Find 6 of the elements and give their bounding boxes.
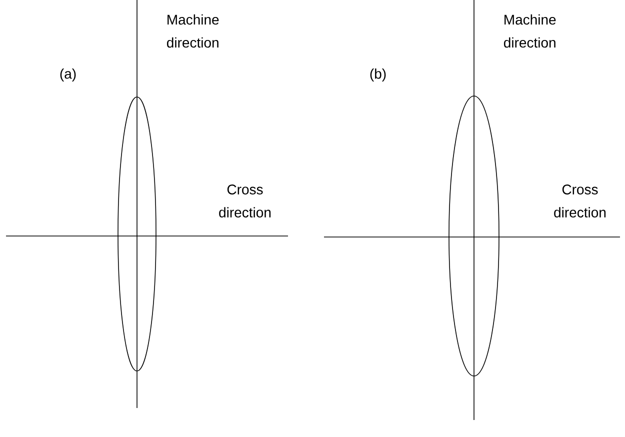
axis-label: Machine direction	[166, 14, 219, 48]
axis-label: Machine direction	[504, 14, 556, 48]
panel-label: (b)	[370, 68, 386, 82]
axis-label: Cross direction	[554, 184, 606, 218]
axis-label: Cross direction	[219, 184, 271, 218]
panel-label: (a)	[60, 68, 76, 82]
